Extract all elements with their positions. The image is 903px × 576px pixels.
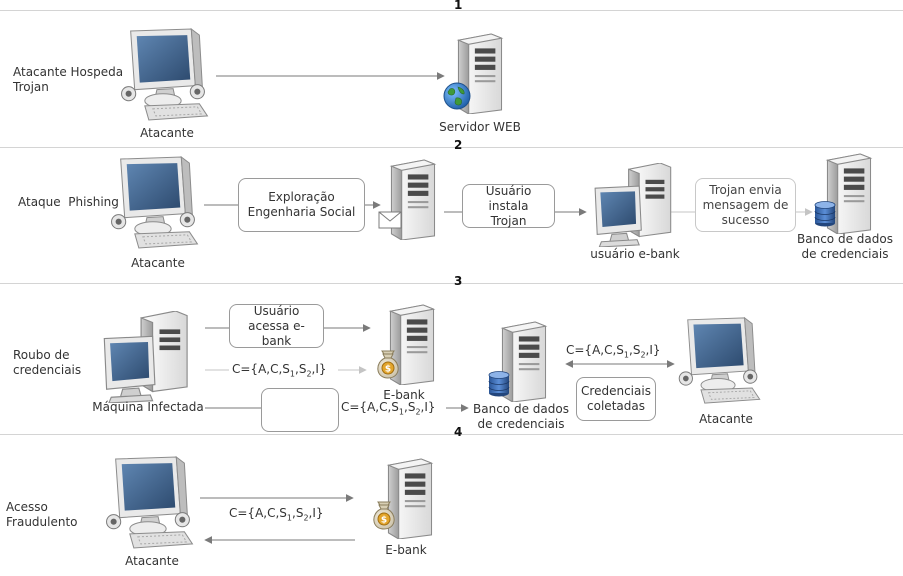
box-usuario-instala-text: Usuário instala Trojan (485, 183, 532, 228)
stage-number-1: 1 (454, 0, 463, 12)
stage4-ebank-caption: E-bank (385, 543, 427, 557)
formula-prefix: C={A,C,S (566, 343, 624, 357)
workstation-icon (103, 455, 195, 551)
stage-number-3: 3 (454, 274, 463, 288)
formula-prefix: C={A,C,S (341, 400, 399, 414)
formula-sub2: 2 (415, 407, 421, 417)
stage2-attacker-caption: Atacante (131, 256, 185, 270)
box-acessa-ebank: Usuário acessa e-bank (229, 304, 324, 348)
formula-sub1: 1 (398, 407, 404, 417)
box-acessa-ebank-text: Usuário acessa e-bank (248, 303, 305, 348)
divider-4 (0, 434, 903, 435)
formula-sub2: 2 (306, 369, 312, 379)
formula-sub1: 1 (286, 513, 292, 523)
formula-mid: ,S (629, 343, 641, 357)
stage2-db-caption: Banco de dados de credenciais (797, 232, 893, 261)
divider-1 (0, 10, 903, 11)
formula-suffix: ,I} (311, 362, 327, 376)
stage3-db-caption: Banco de dados de credenciais (473, 402, 569, 431)
formula-sub1: 1 (623, 350, 629, 360)
formula-suffix: ,I} (645, 343, 661, 357)
envelope-icon (378, 211, 402, 229)
box-usuario-instala: Usuário instala Trojan (462, 184, 555, 228)
money-bag-icon (373, 346, 403, 380)
stage1-server-caption: Servidor WEB (439, 120, 521, 134)
box-trojan-envia-text: Trojan envia mensagem de sucesso (702, 182, 789, 227)
workstation-icon (118, 27, 210, 123)
stage4-attacker-caption: Atacante (125, 554, 179, 568)
database-icon (487, 371, 511, 397)
stage1-label: Atacante Hospeda Trojan (13, 65, 124, 94)
formula-sub2: 2 (640, 350, 646, 360)
database-icon (813, 201, 837, 227)
formula-suffix: ,I} (308, 506, 324, 520)
formula-sub1: 1 (289, 369, 295, 379)
money-bag-icon (369, 497, 399, 531)
stage3-attacker-caption: Atacante (699, 412, 753, 426)
stage2-label: Ataque Phishing (18, 195, 119, 209)
box-exploracao-text: Exploração Engenharia Social (247, 190, 356, 219)
workstation-icon (108, 155, 200, 251)
stage-number-2: 2 (454, 138, 463, 152)
formula-sub2: 2 (303, 513, 309, 523)
box-coletadas-text: Credenciais coletadas (581, 384, 651, 413)
stage3-formula-1: C={A,C,S1,S2,I} (232, 362, 327, 378)
box-souba (261, 388, 339, 432)
stage4-formula: C={A,C,S1,S2,I} (229, 506, 324, 522)
stage3-ebank-caption: E-bank (383, 388, 425, 402)
box-exploracao: Exploração Engenharia Social (238, 178, 365, 232)
formula-suffix: ,I} (420, 400, 436, 414)
formula-mid: ,S (404, 400, 416, 414)
desktop-computer-icon (100, 311, 196, 403)
formula-prefix: C={A,C,S (229, 506, 287, 520)
divider-3 (0, 283, 903, 284)
globe-icon (442, 81, 472, 111)
divider-2 (0, 147, 903, 148)
box-coletadas: Credenciais coletadas (576, 377, 656, 421)
formula-mid: ,S (292, 506, 304, 520)
stage1-attacker-caption: Atacante (140, 126, 194, 140)
stage4-label: Acesso Fraudulento (6, 500, 78, 529)
box-trojan-envia: Trojan envia mensagem de sucesso (695, 178, 796, 232)
stage3-infected-caption: Máquina Infectada (92, 400, 204, 414)
stage3-label: Roubo de credenciais (13, 348, 82, 377)
formula-mid: ,S (295, 362, 307, 376)
formula-prefix: C={A,C,S (232, 362, 290, 376)
stage3-formula-2: C={A,C,S1,S2,I} (341, 400, 436, 416)
stage2-victim-caption: usuário e-bank (590, 247, 680, 261)
desktop-computer-icon (593, 163, 677, 247)
stage-number-4: 4 (454, 425, 463, 439)
stage3-formula-3: C={A,C,S1,S2,I} (566, 343, 661, 359)
workstation-icon (676, 316, 762, 406)
